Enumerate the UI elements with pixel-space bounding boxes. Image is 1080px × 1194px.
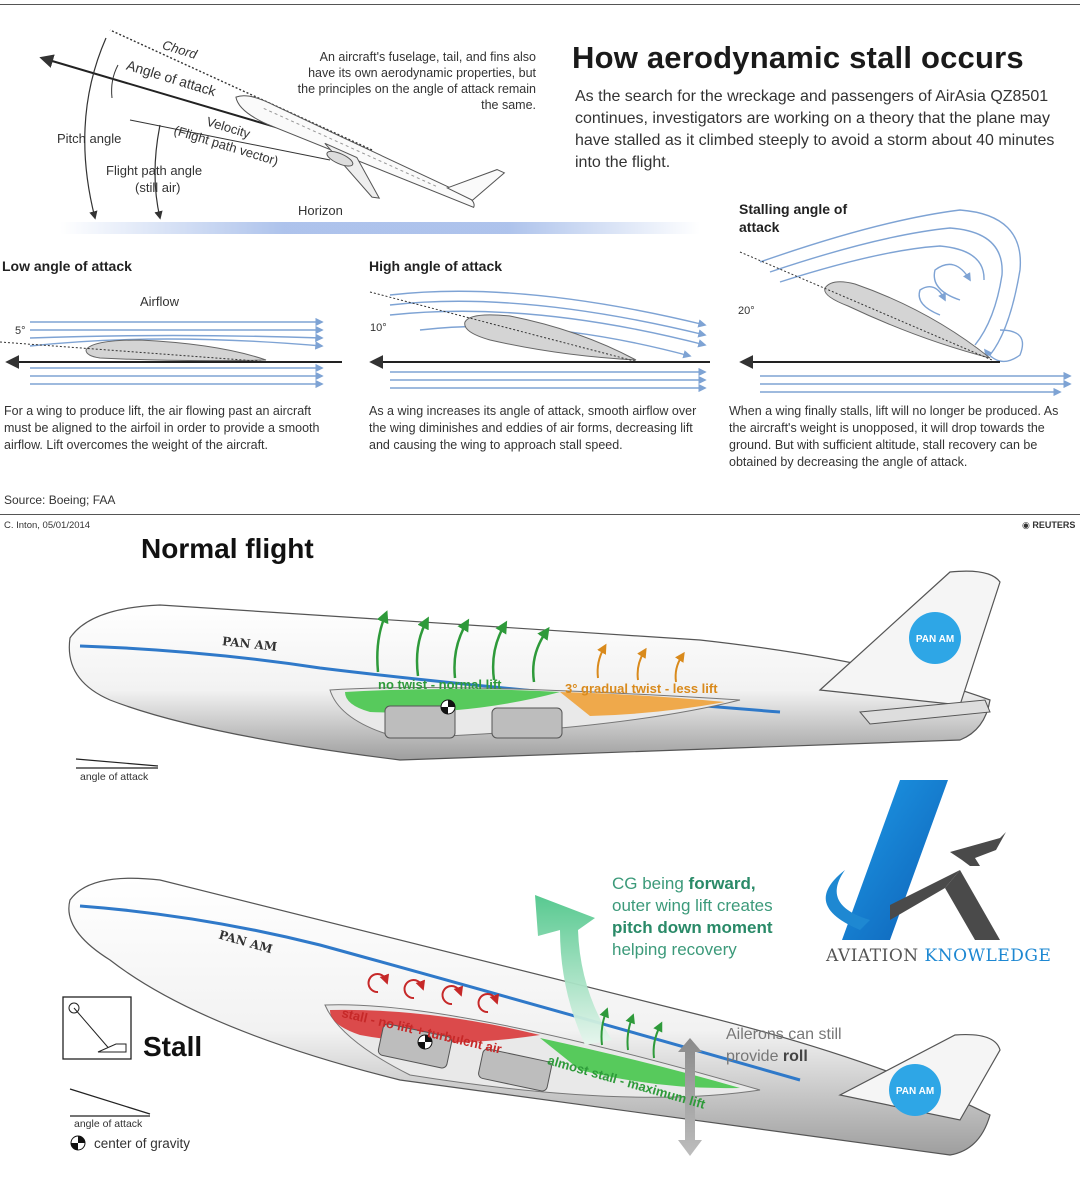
panel-stall-description: When a wing finally stalls, lift will no… [729,404,1059,469]
stall-747: PAN AM [62,877,1001,1156]
normal-flight-747: PAN AM [68,570,1001,769]
page-title: How aerodynamic stall occurs [572,40,1024,75]
section-divider [0,514,1080,515]
source-credit: Source: Boeing; FAA [4,493,116,507]
normal-outer-wing-label: 3° gradual twist - less lift [565,681,718,696]
ailerons-text-1: Ailerons can still [726,1026,842,1043]
panel-low-aoa-airflow [0,317,342,389]
panel-stall-heading: Stalling angle of attack [739,201,848,235]
svg-text:PAN AM: PAN AM [896,1086,934,1097]
cg-text-bold-2: pitch down moment [612,918,773,937]
svg-text:PAN AM: PAN AM [916,634,954,645]
intro-paragraph: As the search for the wreckage and passe… [575,88,1055,171]
horizon-label: Horizon [298,203,343,218]
logo-word-aviation: AVIATION [826,946,919,966]
panel-high-angle: 10° [370,322,387,334]
panel-stall-aoa-airflow [739,209,1072,397]
reuters-credit: ◉ REUTERS [1022,520,1075,531]
logo-word-knowledge: KNOWLEDGE [924,946,1052,966]
cg-explanation: CG being forward, outer wing lift create… [612,873,832,961]
cg-legend-label: center of gravity [94,1136,191,1151]
normal-angle-label: angle of attack [80,771,149,783]
panel-low-heading: Low angle of attack [2,258,132,274]
flight-path-angle-label: Flight path angle [106,163,203,178]
top-rule [0,4,1080,5]
cg-text-bold-1: forward, [688,874,756,893]
panel-stall-angle: 20° [738,305,755,317]
stall-title: Stall [143,1031,203,1062]
airliner-illustration [235,95,506,208]
normal-flight-title: Normal flight [141,533,314,564]
pitch-angle-label: Pitch angle [57,131,122,146]
ailerons-text-bold: roll [782,1048,808,1065]
author-credit: C. Inton, 05/01/2014 [4,520,91,531]
panel-high-aoa-airflow [369,290,710,393]
panel-high-description: As a wing increases its angle of attack,… [369,404,697,452]
reuters-label: REUTERS [1032,520,1076,530]
cg-text-3: helping recovery [612,940,737,959]
stall-angle-label: angle of attack [74,1118,143,1130]
logo-wordmark: AVIATION KNOWLEDGE [826,946,1051,966]
panel-low-description: For a wing to produce lift, the air flow… [4,404,320,452]
still-air-label: (still air) [135,180,181,195]
ailerons-explanation: Ailerons can still provide roll [726,1024,886,1068]
cg-text-1: CG being [612,874,689,893]
panel-high-heading: High angle of attack [369,258,503,274]
panel-low-angle: 5° [15,325,26,337]
airflow-label: Airflow [140,294,180,309]
ailerons-text-2: provide [726,1048,783,1065]
fuselage-note: An aircraft's fuselage, tail, and fins a… [297,50,536,112]
reuters-icon: ◉ [1022,520,1033,530]
aviation-knowledge-logo [825,780,1006,940]
cg-text-2: outer wing lift creates [612,896,773,915]
normal-inner-wing-label: no twist - normal lift [378,677,502,692]
